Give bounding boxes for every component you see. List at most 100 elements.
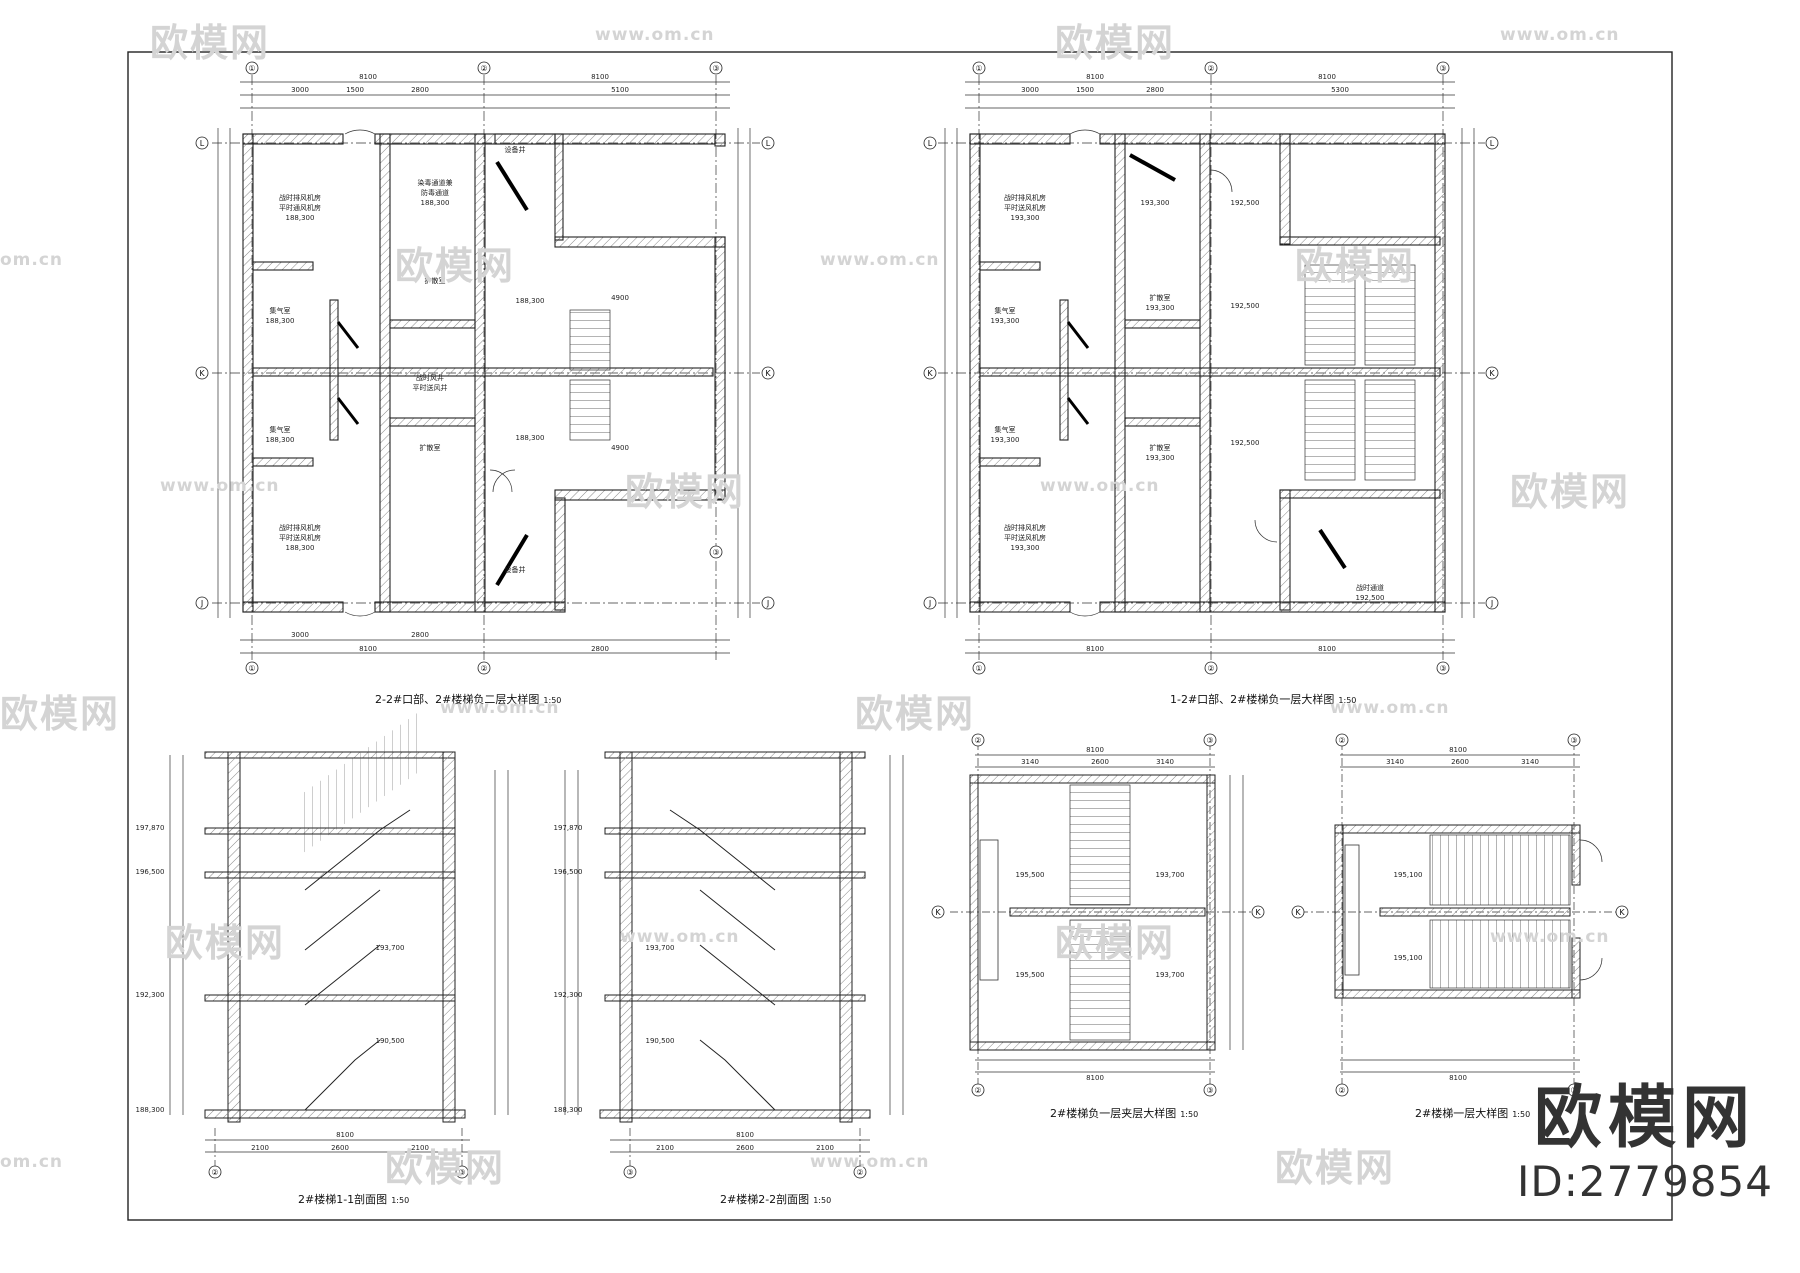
brand-id: ID:2779854 xyxy=(1517,1157,1773,1206)
stair-mezzanine-plan: 8100 3140 2600 3140 195,500 193,700 195,… xyxy=(931,733,1265,1097)
svg-text:192,500: 192,500 xyxy=(1231,199,1260,207)
brand-name: 欧模网 xyxy=(1533,1079,1756,1158)
svg-text:188,300: 188,300 xyxy=(421,199,450,207)
svg-text:193,300: 193,300 xyxy=(1146,454,1175,462)
plan-b1-drawing: 战时排风机房 平时送风机房 193,300 集气室 193,300 集气室 19… xyxy=(923,61,1499,675)
svg-text:193,300: 193,300 xyxy=(1011,214,1040,222)
svg-text:L: L xyxy=(1490,139,1495,148)
svg-text:集气室: 集气室 xyxy=(270,425,291,434)
svg-text:8100: 8100 xyxy=(736,1131,754,1139)
svg-text:3000: 3000 xyxy=(291,86,309,94)
svg-text:集气室: 集气室 xyxy=(995,306,1016,315)
svg-text:L: L xyxy=(766,139,771,148)
section-2-2-drawing: 8100 2100 2600 2100 193,700 190,500 197,… xyxy=(554,751,904,1179)
svg-text:战时排风机房: 战时排风机房 xyxy=(1004,523,1046,532)
svg-text:2100: 2100 xyxy=(816,1144,834,1152)
svg-text:平时送风机房: 平时送风机房 xyxy=(1004,533,1046,542)
svg-text:195,100: 195,100 xyxy=(1394,871,1423,879)
svg-text:8100: 8100 xyxy=(1086,645,1104,653)
svg-text:8100: 8100 xyxy=(1318,73,1336,81)
svg-text:192,500: 192,500 xyxy=(1231,439,1260,447)
svg-text:8100: 8100 xyxy=(591,73,609,81)
svg-text:①: ① xyxy=(975,664,982,673)
svg-text:平时送风井: 平时送风井 xyxy=(413,383,448,392)
svg-text:②: ② xyxy=(480,64,487,73)
svg-text:195,100: 195,100 xyxy=(1394,954,1423,962)
svg-text:设备井: 设备井 xyxy=(505,145,526,154)
svg-text:防毒通道: 防毒通道 xyxy=(421,188,449,197)
svg-text:②: ② xyxy=(1338,736,1345,745)
svg-text:8100: 8100 xyxy=(1449,746,1467,754)
svg-text:192,500: 192,500 xyxy=(1356,594,1385,602)
svg-text:③: ③ xyxy=(712,548,719,557)
svg-text:②: ② xyxy=(1207,64,1214,73)
svg-text:平时通风机房: 平时通风机房 xyxy=(279,203,321,212)
svg-text:①: ① xyxy=(248,664,255,673)
svg-text:③: ③ xyxy=(1206,1086,1213,1095)
svg-text:②: ② xyxy=(974,736,981,745)
svg-text:2600: 2600 xyxy=(331,1144,349,1152)
svg-text:192,300: 192,300 xyxy=(554,991,583,999)
svg-text:3000: 3000 xyxy=(1021,86,1039,94)
svg-text:集气室: 集气室 xyxy=(995,425,1016,434)
svg-text:188,300: 188,300 xyxy=(516,434,545,442)
section-1-1-drawing: 8100 2100 2600 2100 193,700 190,500 197,… xyxy=(136,710,509,1179)
svg-text:战时排风机房: 战时排风机房 xyxy=(1004,193,1046,202)
svg-text:J: J xyxy=(1490,599,1493,608)
plan-b2-drawing: 战时排风机房 平时通风机房 188,300 集气室 188,300 集气室 18… xyxy=(195,61,775,675)
svg-text:196,500: 196,500 xyxy=(136,868,165,876)
svg-text:③: ③ xyxy=(1439,64,1446,73)
svg-text:扩散室: 扩散室 xyxy=(1150,293,1171,302)
svg-text:3140: 3140 xyxy=(1521,758,1539,766)
svg-text:战时通道: 战时通道 xyxy=(1356,583,1384,592)
svg-text:2100: 2100 xyxy=(251,1144,269,1152)
svg-text:188,300: 188,300 xyxy=(266,436,295,444)
svg-text:188,300: 188,300 xyxy=(516,297,545,305)
svg-text:8100: 8100 xyxy=(359,73,377,81)
svg-text:5100: 5100 xyxy=(611,86,629,94)
svg-text:L: L xyxy=(200,139,205,148)
svg-text:197,870: 197,870 xyxy=(554,824,583,832)
svg-text:4900: 4900 xyxy=(611,444,629,452)
svg-text:②: ② xyxy=(856,1168,863,1177)
svg-text:K: K xyxy=(199,369,205,378)
svg-text:1500: 1500 xyxy=(346,86,364,94)
svg-text:K: K xyxy=(1619,908,1625,917)
svg-text:8100: 8100 xyxy=(1086,746,1104,754)
svg-text:2600: 2600 xyxy=(1091,758,1109,766)
svg-text:J: J xyxy=(766,599,769,608)
svg-text:8100: 8100 xyxy=(1086,1074,1104,1082)
svg-text:193,300: 193,300 xyxy=(991,436,1020,444)
svg-text:③: ③ xyxy=(1206,736,1213,745)
svg-text:K: K xyxy=(765,369,771,378)
svg-text:192,300: 192,300 xyxy=(136,991,165,999)
sheet-frame xyxy=(127,51,1673,1221)
svg-text:193,700: 193,700 xyxy=(1156,971,1185,979)
svg-text:193,300: 193,300 xyxy=(991,317,1020,325)
svg-text:K: K xyxy=(1255,908,1261,917)
svg-text:193,300: 193,300 xyxy=(1011,544,1040,552)
svg-text:①: ① xyxy=(975,64,982,73)
svg-text:188,300: 188,300 xyxy=(136,1106,165,1114)
svg-text:扩散室: 扩散室 xyxy=(420,443,441,452)
svg-text:197,870: 197,870 xyxy=(136,824,165,832)
svg-text:193,700: 193,700 xyxy=(646,944,675,952)
svg-text:2800: 2800 xyxy=(591,645,609,653)
svg-text:2600: 2600 xyxy=(1451,758,1469,766)
svg-text:193,300: 193,300 xyxy=(1146,304,1175,312)
svg-text:8100: 8100 xyxy=(336,1131,354,1139)
svg-text:L: L xyxy=(928,139,933,148)
svg-text:193,700: 193,700 xyxy=(376,944,405,952)
svg-text:③: ③ xyxy=(1570,1086,1577,1095)
svg-text:8100: 8100 xyxy=(1086,73,1104,81)
svg-text:平时送风机房: 平时送风机房 xyxy=(1004,203,1046,212)
svg-text:②: ② xyxy=(1207,664,1214,673)
svg-text:2100: 2100 xyxy=(411,1144,429,1152)
svg-text:188,300: 188,300 xyxy=(286,214,315,222)
brand-stamp: 欧模网 ID:2779854 xyxy=(1510,1080,1780,1206)
